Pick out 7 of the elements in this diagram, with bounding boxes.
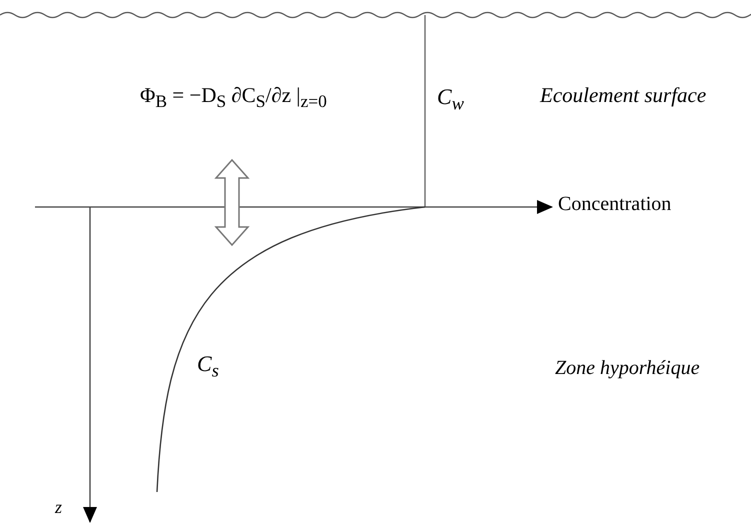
flux-equation: Φ$_{B}$ = −D$_{S}$ ∂C$_{S}$/∂z |$_{z=0}$: [140, 84, 327, 112]
axis-label: z: [55, 498, 62, 518]
region-label: Zone hyporhéique: [555, 357, 700, 379]
curve-label: C$_{w}$: [437, 85, 464, 114]
axis-label: Concentration: [558, 193, 672, 215]
region-label: Ecoulement surface: [540, 84, 706, 108]
curve-label: C$_{s}$: [197, 352, 219, 381]
